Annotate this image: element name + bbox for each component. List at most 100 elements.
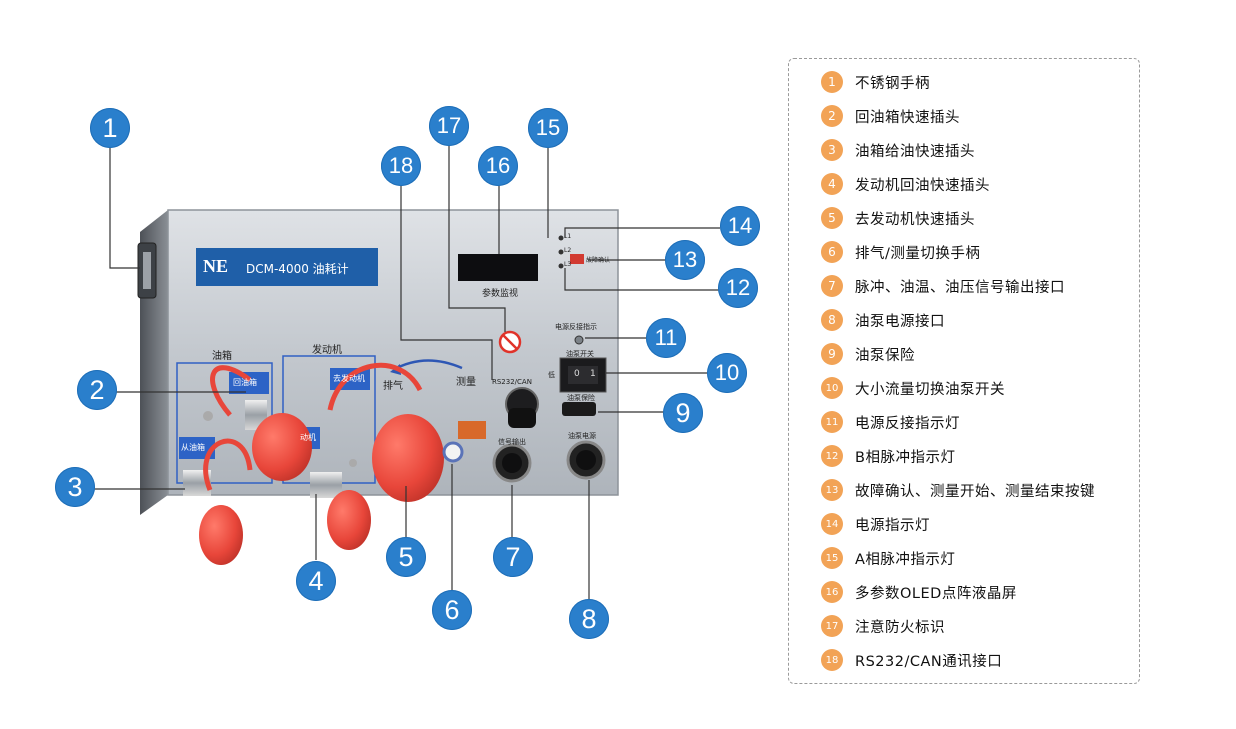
legend-text: 多参数OLED点阵液晶屏 — [855, 585, 1017, 602]
legend-text: A相脉冲指示灯 — [855, 551, 956, 568]
legend-text: 油箱给油快速插头 — [855, 143, 975, 160]
fuse-holder — [562, 402, 596, 416]
callout-6: 6 — [432, 590, 472, 630]
callout-11: 11 — [646, 318, 686, 358]
callout-1: 1 — [90, 108, 130, 148]
legend-item: 9 油泵保险 — [821, 342, 915, 366]
display-label: 参数监视 — [482, 289, 519, 299]
legend-item: 15 A相脉冲指示灯 — [821, 546, 955, 570]
fault-button — [570, 254, 584, 264]
reverse-label: 电源反接指示 — [555, 323, 597, 331]
callout-5: 5 — [386, 537, 426, 577]
callout-17: 17 — [429, 106, 469, 146]
legend-text: 回油箱快速插头 — [855, 109, 960, 126]
exhaust-label: 排气 — [383, 381, 403, 392]
legend-item: 18 RS232/CAN通讯接口 — [821, 648, 1002, 672]
legend-badge: 9 — [821, 343, 843, 365]
small-side-label: 低 — [548, 371, 555, 379]
legend-text: B相脉冲指示灯 — [855, 449, 956, 466]
legend-item: 12 B相脉冲指示灯 — [821, 444, 955, 468]
legend-badge: 13 — [821, 479, 843, 501]
legend-item: 14 电源指示灯 — [821, 512, 930, 536]
legend-item: 2 回油箱快速插头 — [821, 104, 960, 128]
from-engine-tag: 动机 — [300, 433, 316, 442]
brand-logo: NE — [203, 256, 229, 276]
legend-text: 电源反接指示灯 — [855, 415, 960, 432]
led-a-label: L1 — [564, 233, 572, 240]
legend-badge: 14 — [821, 513, 843, 535]
callout-15: 15 — [528, 108, 568, 148]
callout-2: 2 — [77, 370, 117, 410]
legend-text: 去发动机快速插头 — [855, 211, 975, 228]
rocker-off: 0 — [574, 369, 580, 379]
callout-10: 10 — [707, 353, 747, 393]
legend-text: 大小流量切换油泵开关 — [855, 381, 1005, 398]
legend-text: 注意防火标识 — [855, 619, 945, 636]
legend-badge: 6 — [821, 241, 843, 263]
left-panel-title: 油箱 — [212, 351, 232, 362]
legend-badge: 3 — [821, 139, 843, 161]
legend-badge: 11 — [821, 411, 843, 433]
pump-power-label: 油泵电源 — [568, 432, 596, 440]
callout-18: 18 — [381, 146, 421, 186]
right-panel-title: 发动机 — [312, 345, 342, 356]
measure-label: 测量 — [456, 377, 476, 388]
legend-badge: 18 — [821, 649, 843, 671]
legend-item: 8 油泵电源接口 — [821, 308, 945, 332]
legend-item: 10 大小流量切换油泵开关 — [821, 376, 1005, 400]
legend-item: 13 故障确认、测量开始、测量结束按键 — [821, 478, 1095, 502]
legend-item: 6 排气/测量切换手柄 — [821, 240, 980, 264]
callout-9: 9 — [663, 393, 703, 433]
legend-item: 5 去发动机快速插头 — [821, 206, 975, 230]
legend-badge: 7 — [821, 275, 843, 297]
signal-label: 信号输出 — [498, 438, 526, 446]
legend-text: 故障确认、测量开始、测量结束按键 — [855, 483, 1095, 500]
legend-item: 11 电源反接指示灯 — [821, 410, 960, 434]
legend-badge: 1 — [821, 71, 843, 93]
from-tank-tag: 从油箱 — [181, 443, 205, 452]
to-engine-tag: 去发动机 — [333, 374, 365, 383]
legend-text: 油泵保险 — [855, 347, 915, 364]
legend-badge: 2 — [821, 105, 843, 127]
model-label: DCM-4000 油耗计 — [246, 262, 349, 276]
rocker-on: 1 — [590, 369, 596, 379]
return-tank-tag: 回油箱 — [233, 378, 257, 387]
callout-4: 4 — [296, 561, 336, 601]
signal-connector — [492, 443, 532, 483]
callout-12: 12 — [718, 268, 758, 308]
legend-item: 17 注意防火标识 — [821, 614, 945, 638]
legend-item: 1 不锈钢手柄 — [821, 70, 930, 94]
legend-text: 脉冲、油温、油压信号输出接口 — [855, 279, 1065, 296]
red-cap-icon — [252, 413, 312, 481]
led-b-label: L2 — [564, 247, 572, 254]
legend-badge: 10 — [821, 377, 843, 399]
callout-13: 13 — [665, 240, 705, 280]
callout-8: 8 — [569, 599, 609, 639]
callout-16: 16 — [478, 146, 518, 186]
legend-item: 3 油箱给油快速插头 — [821, 138, 975, 162]
legend-text: 发动机回油快速插头 — [855, 177, 990, 194]
legend-text: 油泵电源接口 — [855, 313, 945, 330]
rs232-label: RS232/CAN — [492, 378, 532, 386]
legend-text: 电源指示灯 — [855, 517, 930, 534]
fuse-label: 油泵保险 — [567, 394, 595, 402]
rs232-connector — [505, 387, 539, 428]
legend-badge: 5 — [821, 207, 843, 229]
led-c-label: L3 — [564, 261, 572, 268]
pump-power-connector — [566, 440, 606, 480]
legend-item: 4 发动机回油快速插头 — [821, 172, 990, 196]
legend-panel: 1 不锈钢手柄 2 回油箱快速插头 3 油箱给油快速插头 4 发动机回油快速插头… — [788, 58, 1140, 684]
legend-badge: 8 — [821, 309, 843, 331]
legend-item: 7 脉冲、油温、油压信号输出接口 — [821, 274, 1065, 298]
legend-badge: 4 — [821, 173, 843, 195]
legend-item: 16 多参数OLED点阵液晶屏 — [821, 580, 1017, 604]
legend-badge: 16 — [821, 581, 843, 603]
callout-7: 7 — [493, 537, 533, 577]
callout-3: 3 — [55, 467, 95, 507]
legend-badge: 15 — [821, 547, 843, 569]
legend-badge: 12 — [821, 445, 843, 467]
legend-badge: 17 — [821, 615, 843, 637]
button-caption: 故障确认 — [586, 257, 611, 264]
